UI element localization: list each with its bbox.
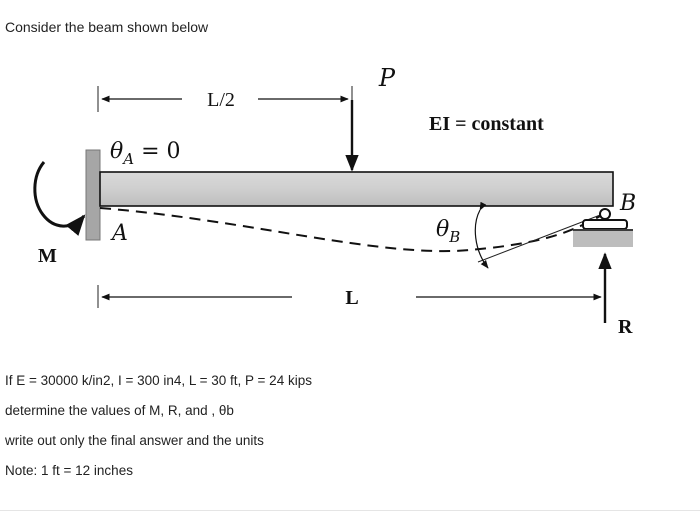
support-b-roller [582,219,628,230]
divider [0,510,700,511]
load-label: P [378,64,396,92]
problem-notes: If E = 30000 k/in2, I = 300 in4, L = 30 … [5,374,312,494]
span-label: L [345,287,358,309]
support-b-label: B [619,191,636,216]
moment-label: M [38,245,57,267]
support-b-pin [599,208,611,220]
conversion-note: Note: 1 ft = 12 inches [5,463,133,478]
support-b-ground [573,229,633,247]
reaction-label: R [618,316,633,338]
deflection-curve [99,207,609,253]
given-values: If E = 30000 k/in2, I = 300 in4, L = 30 … [5,373,312,388]
support-a-label: A [110,221,128,246]
instruction-text: write out only the final answer and the … [5,433,264,448]
beam [99,171,614,207]
stiffness-label: EI = constant [429,113,544,135]
fixed-wall [85,149,101,241]
half-span-label: L/2 [207,89,235,111]
slope-b-arc [474,201,489,269]
slope-a-label: θA = 0 [110,139,181,168]
moment-arrow [33,161,86,236]
beam-diagram: L/2 P EI = constant θA = 0 M A θB B R L [33,64,636,338]
slope-b-label: θB [436,217,460,246]
intro-text: Consider the beam shown below [5,19,209,35]
task-text: determine the values of M, R, and , θb [5,403,234,418]
